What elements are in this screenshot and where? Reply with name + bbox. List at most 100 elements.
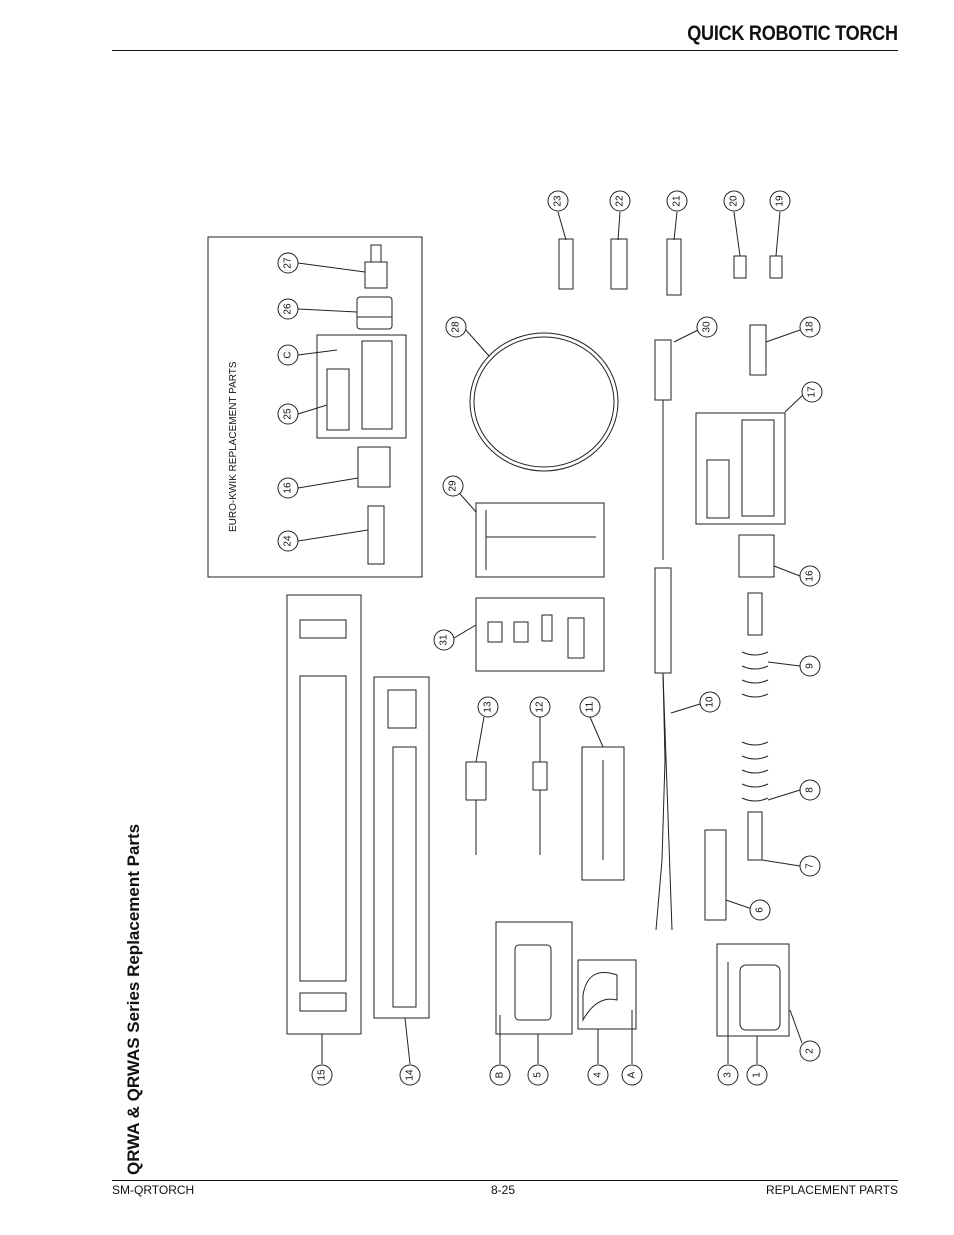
- callout-6: [749, 899, 771, 921]
- part-1: [739, 964, 781, 1031]
- callout-label: 19: [775, 195, 786, 207]
- callout-16b: [799, 565, 821, 587]
- box-25: [316, 334, 407, 439]
- part-16b: [738, 534, 775, 578]
- footer-rule: [112, 1180, 898, 1181]
- callout-label: 20: [729, 195, 740, 207]
- footer-page-number: 8-25: [491, 1183, 516, 1197]
- callout-25: [277, 403, 299, 425]
- callout-label: 13: [483, 701, 494, 713]
- part-7: [747, 811, 763, 861]
- callout-5: [527, 1064, 549, 1086]
- callout-30: [696, 316, 718, 338]
- part-23: [558, 238, 574, 290]
- callout-21: [666, 190, 688, 212]
- callout-label: 9: [805, 663, 816, 669]
- hose-coil-28: [469, 332, 619, 472]
- callout-label: C: [283, 351, 294, 358]
- callout-7: [799, 855, 821, 877]
- callout-label: 12: [535, 701, 546, 713]
- box-29: [475, 502, 605, 578]
- box-17: [695, 412, 786, 525]
- part-9: [741, 592, 769, 698]
- callout-label: 22: [615, 195, 626, 207]
- box-1: [716, 943, 790, 1037]
- part-29: [485, 510, 596, 570]
- part-17: [706, 419, 775, 519]
- box-6: [704, 829, 727, 921]
- part-10: [654, 567, 673, 931]
- callout-24: [277, 530, 299, 552]
- callout-label: 6: [755, 907, 766, 913]
- part-19: [769, 255, 783, 279]
- box-31: [475, 597, 605, 672]
- box-15: [286, 594, 362, 1035]
- callout-label: 15: [317, 1069, 328, 1081]
- callout-label: 29: [448, 480, 459, 492]
- callout-label: 17: [807, 386, 818, 398]
- callout-label: 27: [283, 257, 294, 269]
- callout-17: [801, 381, 823, 403]
- callout-label: A: [627, 1071, 638, 1078]
- part-27: [364, 244, 388, 289]
- callout-label: 1: [752, 1072, 763, 1078]
- part-22: [610, 238, 628, 290]
- callout-label: 16: [283, 482, 294, 494]
- callout-label: 8: [805, 787, 816, 793]
- part-13: [465, 761, 487, 855]
- callout-label: 25: [283, 408, 294, 420]
- part-24: [367, 505, 385, 565]
- callout-label: 24: [283, 535, 294, 547]
- part-21: [666, 238, 682, 296]
- part-14: [387, 689, 417, 1008]
- part-31: [487, 614, 585, 659]
- callout-label: 14: [405, 1069, 416, 1081]
- callout-18: [799, 316, 821, 338]
- callout-1: [746, 1064, 768, 1086]
- part-16a: [357, 446, 391, 488]
- box-5: [495, 921, 573, 1035]
- page-title: QUICK ROBOTIC TORCH: [687, 22, 899, 45]
- callout-22: [609, 190, 631, 212]
- callout-4: [587, 1064, 609, 1086]
- callout-label: 7: [805, 863, 816, 869]
- callout-10: [699, 691, 721, 713]
- callout-label: 2: [805, 1048, 816, 1054]
- callout-27: [277, 252, 299, 274]
- callout-label: 3: [723, 1072, 734, 1078]
- part-5: [514, 944, 552, 1021]
- callout-label: 4: [593, 1072, 604, 1078]
- callout-3: [717, 1064, 739, 1086]
- part-26: [356, 296, 393, 330]
- callout-label: 10: [705, 696, 716, 708]
- callout-A: [621, 1064, 643, 1086]
- header-rule: [112, 50, 898, 51]
- callout-label: 16: [805, 570, 816, 582]
- callout-label: 31: [439, 634, 450, 646]
- callout-11: [579, 696, 601, 718]
- callout-label: 28: [451, 321, 462, 333]
- callout-C: [277, 344, 299, 366]
- callout-20: [723, 190, 745, 212]
- callout-12: [529, 696, 551, 718]
- callout-14: [399, 1064, 421, 1086]
- euro-kwik-label: EURO-KWIK REPLACEMENT PARTS: [228, 361, 239, 532]
- callout-label: 18: [805, 321, 816, 333]
- callouts: [277, 190, 823, 1086]
- part-20: [733, 255, 747, 279]
- callout-label: 11: [585, 701, 596, 712]
- euro-kwik-box: [207, 236, 423, 578]
- callout-13: [477, 696, 499, 718]
- callout-16a: [277, 477, 299, 499]
- callout-15: [311, 1064, 333, 1086]
- callout-19: [769, 190, 791, 212]
- part-8: [741, 741, 769, 802]
- callout-label: 30: [702, 321, 713, 333]
- callout-8: [799, 779, 821, 801]
- callout-label: B: [495, 1071, 506, 1078]
- box-4: [577, 959, 637, 1030]
- callout-label: 5: [533, 1072, 544, 1078]
- callout-31: [433, 629, 455, 651]
- callout-label: 21: [672, 195, 683, 207]
